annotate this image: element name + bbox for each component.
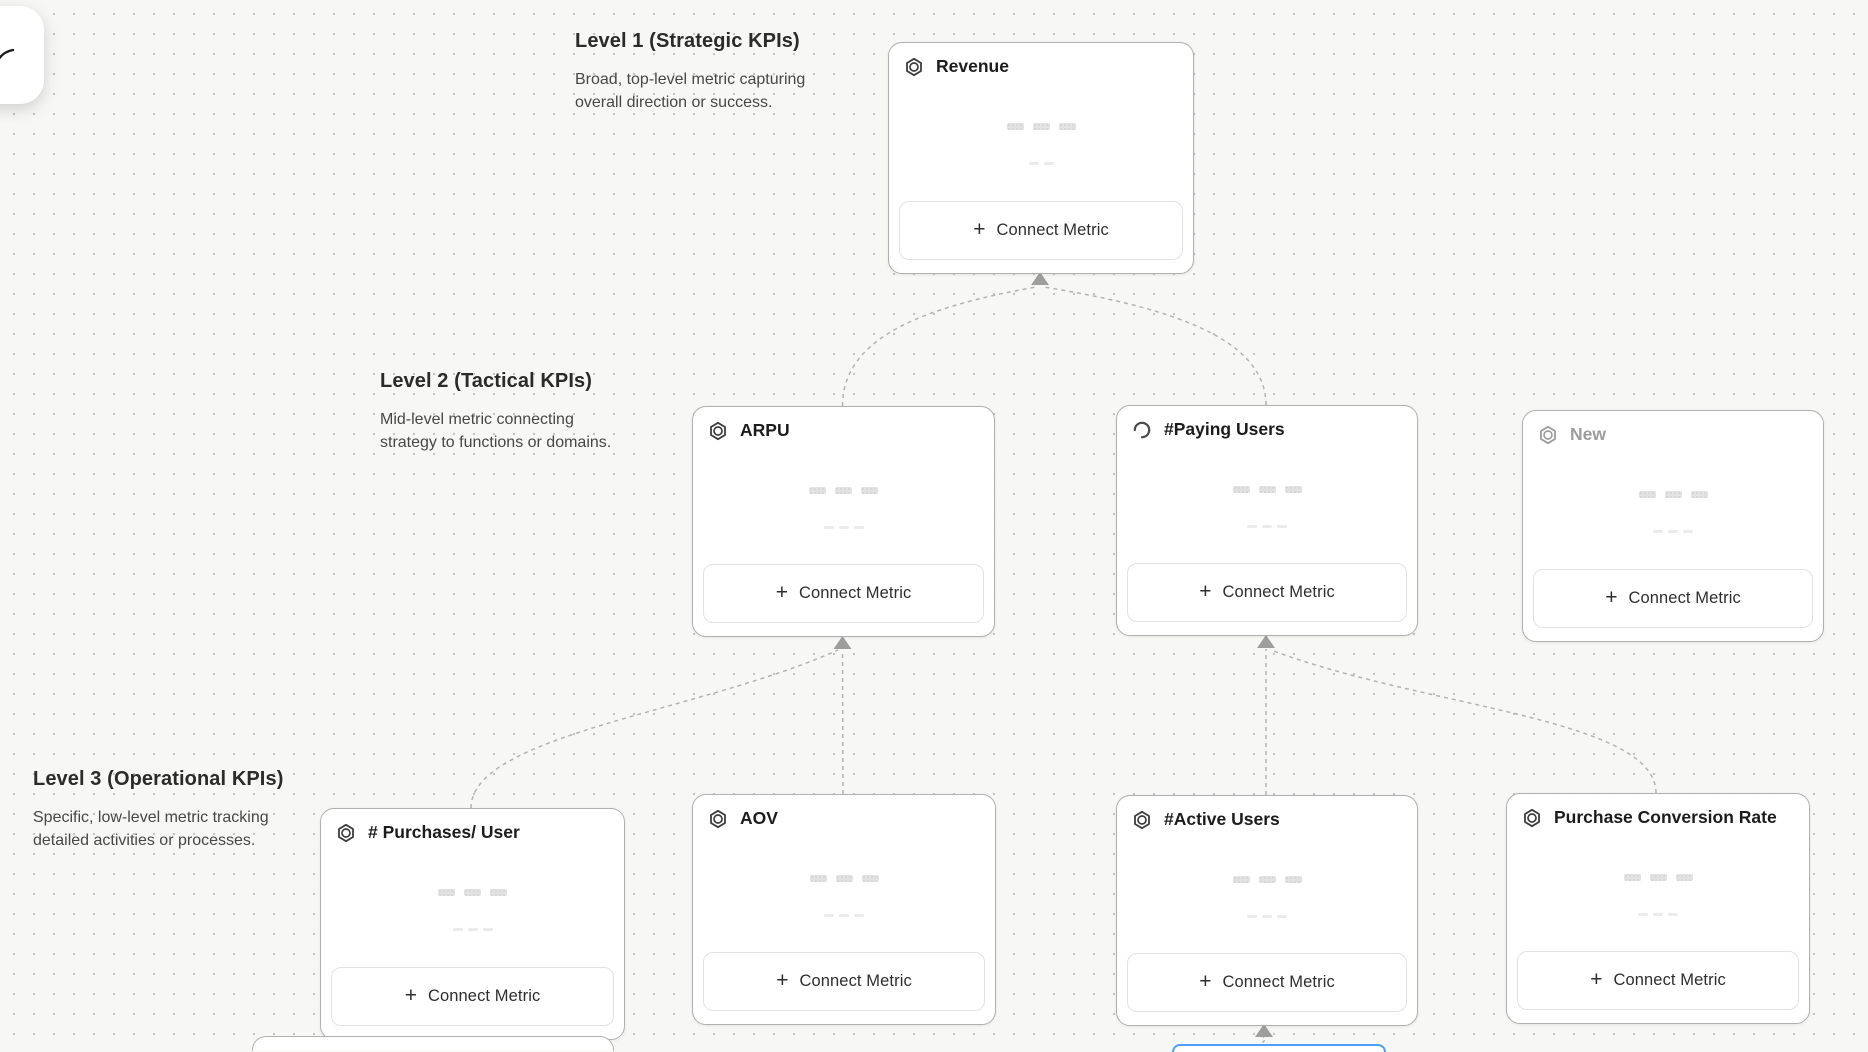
- card-title: AOV: [740, 808, 778, 828]
- plus-icon: +: [1199, 580, 1212, 603]
- metric-skeleton-bars: [693, 487, 994, 494]
- plus-icon: +: [1590, 968, 1603, 991]
- metric-skeleton-bars: [321, 889, 624, 896]
- plus-icon: +: [404, 984, 417, 1007]
- metric-skeleton-dashes: [321, 928, 624, 931]
- metric-card-new[interactable]: New + Connect Metric: [1522, 410, 1824, 642]
- card-header: ARPU: [708, 420, 982, 441]
- plus-icon: +: [776, 969, 789, 992]
- metric-skeleton-bars: [889, 123, 1193, 130]
- metric-card-purchase-conversion-rate[interactable]: Purchase Conversion Rate + Connect Metri…: [1506, 793, 1810, 1024]
- level-1-description: Broad, top-level metric capturing overal…: [575, 71, 806, 111]
- hexagon-metric-icon: [338, 823, 354, 842]
- metric-card-revenue[interactable]: Revenue + Connect Metric: [888, 42, 1194, 274]
- metric-card-partial-bottom-left[interactable]: [252, 1036, 614, 1051]
- connect-metric-button[interactable]: + Connect Metric: [1533, 569, 1813, 628]
- hexagon-metric-icon: [710, 421, 726, 440]
- metric-card-aov[interactable]: AOV + Connect Metric: [692, 794, 996, 1025]
- toolbar-panel[interactable]: [0, 6, 44, 104]
- connect-metric-button[interactable]: + Connect Metric: [1127, 953, 1407, 1012]
- plus-icon: +: [775, 581, 788, 604]
- metric-card-active-users[interactable]: #Active Users + Connect Metric: [1116, 795, 1418, 1026]
- metric-skeleton-dashes: [693, 526, 994, 529]
- level-2-heading: Level 2 (Tactical KPIs) Mid-level metric…: [380, 370, 611, 454]
- card-title: Purchase Conversion Rate: [1554, 807, 1777, 827]
- level-2-title: Level 2 (Tactical KPIs): [380, 370, 593, 392]
- connect-metric-button[interactable]: + Connect Metric: [1127, 563, 1407, 622]
- hexagon-metric-icon: [1540, 425, 1556, 444]
- connect-metric-button[interactable]: + Connect Metric: [899, 201, 1183, 260]
- card-header: #Paying Users: [1132, 419, 1405, 440]
- hexagon-metric-icon: [1524, 808, 1540, 827]
- card-title: # Purchases/ User: [368, 822, 520, 842]
- card-header: # Purchases/ User: [336, 822, 612, 843]
- hexagon-metric-icon: [710, 809, 726, 828]
- metric-skeleton-bars: [693, 875, 995, 882]
- card-title: New: [1570, 424, 1606, 444]
- card-title: #Paying Users: [1164, 419, 1285, 439]
- metric-skeleton-dashes: [1507, 913, 1809, 916]
- card-title: Revenue: [936, 56, 1009, 76]
- card-header: Revenue: [904, 56, 1181, 77]
- metric-skeleton-dashes: [889, 162, 1193, 165]
- metric-card-paying-users[interactable]: #Paying Users + Connect Metric: [1116, 405, 1418, 636]
- metric-card-purchases-per-user[interactable]: # Purchases/ User + Connect Metric: [320, 808, 625, 1040]
- card-header: #Active Users: [1132, 809, 1405, 830]
- metric-skeleton-dashes: [1117, 915, 1417, 918]
- metric-card-partial-selected[interactable]: [1172, 1044, 1386, 1052]
- metric-card-arpu[interactable]: ARPU + Connect Metric: [692, 406, 995, 637]
- level-3-title: Level 3 (Operational KPIs): [33, 768, 284, 790]
- connect-metric-button[interactable]: + Connect Metric: [1517, 951, 1799, 1010]
- cursor-tool-icon: [0, 48, 15, 60]
- plus-icon: +: [973, 218, 986, 241]
- metric-skeleton-bars: [1507, 874, 1809, 881]
- level-3-description: Specific, low-level metric tracking deta…: [33, 809, 269, 849]
- card-header: AOV: [708, 808, 983, 829]
- card-title: ARPU: [740, 420, 790, 440]
- metric-skeleton-bars: [1117, 876, 1417, 883]
- level-3-heading: Level 3 (Operational KPIs) Specific, low…: [33, 768, 283, 852]
- level-1-heading: Level 1 (Strategic KPIs) Broad, top-leve…: [575, 30, 805, 114]
- hexagon-metric-icon: [906, 57, 922, 76]
- card-header: New: [1538, 424, 1811, 445]
- card-header: Purchase Conversion Rate: [1522, 807, 1797, 828]
- card-title: #Active Users: [1164, 809, 1280, 829]
- hexagon-metric-icon: [1134, 810, 1150, 829]
- metric-skeleton-bars: [1117, 486, 1417, 493]
- metric-skeleton-bars: [1523, 491, 1823, 498]
- plus-icon: +: [1605, 586, 1618, 609]
- connect-metric-button[interactable]: + Connect Metric: [703, 564, 984, 623]
- metric-skeleton-dashes: [693, 914, 995, 917]
- metric-skeleton-dashes: [1523, 530, 1823, 533]
- metric-skeleton-dashes: [1117, 525, 1417, 528]
- level-2-description: Mid-level metric connecting strategy to …: [380, 411, 612, 451]
- plus-icon: +: [1199, 970, 1212, 993]
- level-1-title: Level 1 (Strategic KPIs): [575, 30, 800, 52]
- connect-metric-button[interactable]: + Connect Metric: [703, 952, 985, 1011]
- spinner-icon: [1133, 421, 1151, 438]
- connect-metric-button[interactable]: + Connect Metric: [331, 967, 614, 1026]
